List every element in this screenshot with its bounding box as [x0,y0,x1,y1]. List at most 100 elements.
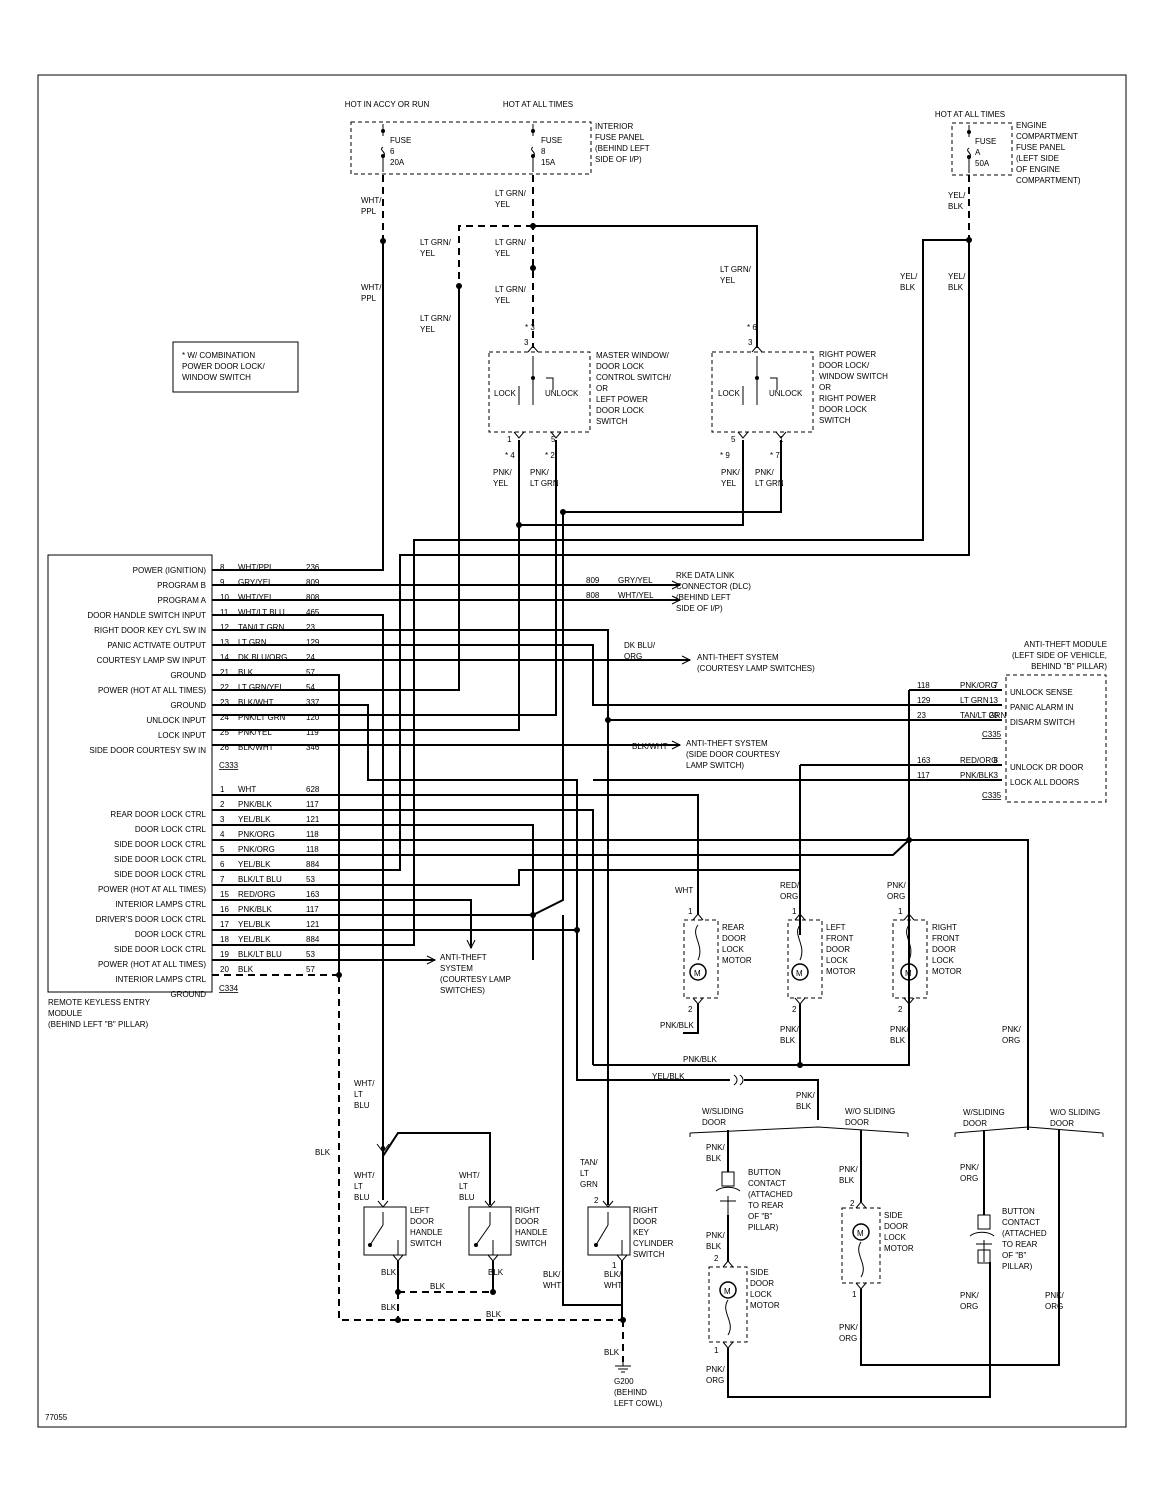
pin-m2s: * 2 [545,451,555,460]
right-lock: LOCK [718,389,740,398]
pnkyel-2: PNK/YEL [721,468,740,488]
rear-pin1: 1 [688,907,693,916]
module-pin-number: 1 [220,785,225,794]
atm-color: RED/ORG [960,756,997,765]
module-pin-label: RIGHT DOOR KEY CYL SW IN [94,626,206,635]
kc-pin1: 1 [612,1261,617,1270]
pnkorg-s4: PNK/ORG [960,1291,979,1311]
pin-m3: 3 [524,338,529,347]
module-wire-color: PNK/ORG [238,830,275,839]
blk2: BLK [488,1268,504,1277]
module-wire-color: BLK/WHT [238,698,274,707]
module-pin-label: POWER (IGNITION) [133,566,207,575]
module-wire-color: LT GRN/YEL [238,683,284,692]
atm-pin: 7 [994,681,999,690]
c335b: C335 [982,791,1002,800]
interior-fuse-panel: HOT IN ACCY OR RUN HOT AT ALL TIMES FUSE… [345,100,650,175]
module-pin-label: LOCK INPUT [158,731,206,740]
pin-m3s: * 3 [525,323,535,332]
module-pin-number: 13 [220,638,229,647]
wht-ppl-label-1: WHT/PPL [361,196,382,216]
module-wire-color: BLK/WHT [238,743,274,752]
rear-pin2: 2 [688,1005,693,1014]
module-pin-label: UNLOCK INPUT [146,716,206,725]
c334-label: C334 [219,984,239,993]
module-pin-label: DOOR LOCK CTRL [135,825,207,834]
pnkorg-s1: PNK/ORG [706,1365,725,1385]
motor-m-5: M [857,1229,864,1238]
master-window-switch: * 3 3 LOCK UNLOCK 1 5 * 4 * 2 MASTER WIN… [488,323,672,460]
pnkblk-s2: PNK/BLK [706,1231,725,1251]
atm-label: PANIC ALARM IN [1010,703,1074,712]
module-pin-label: DOOR HANDLE SWITCH INPUT [87,611,206,620]
atm-color: PNK/ORG [960,681,997,690]
module-wire-circuit: 236 [306,563,320,572]
module-pin-label: SIDE DOOR LOCK CTRL [114,945,207,954]
pnkblk-s1: PNK/BLK [706,1143,725,1163]
module-wire-circuit: 628 [306,785,320,794]
hot-accy-run-label: HOT IN ACCY OR RUN [345,100,430,109]
pnkltgrn-1: PNK/LT GRN [530,468,559,488]
module-wire-color: RED/ORG [238,890,275,899]
kc-pin2: 2 [594,1196,599,1205]
module-wire-color: PNK/ORG [238,845,275,854]
module-pin-number: 11 [220,608,229,617]
atm-circuit: 23 [917,711,926,720]
module-pin-number: 5 [220,845,225,854]
pnkblk-rear: PNK/BLK [660,1021,694,1030]
rf-pin1: 1 [898,907,903,916]
module-pin-label: PROGRAM B [157,581,206,590]
c809: 809 [586,576,600,585]
module-pin-label: SIDE DOOR COURTESY SW IN [89,746,206,755]
yelblk-2: YEL/BLK [900,272,918,292]
module-pin-label: SIDE DOOR LOCK CTRL [114,855,207,864]
anti-theft-module: ANTI-THEFT MODULE(LEFT SIDE OF VEHICLE,B… [917,640,1107,803]
module-wire-color: DK BLU/ORG [238,653,287,662]
pnkyel-1: PNK/YEL [493,468,512,488]
module-wire-color: PNK/LT GRN [238,713,285,722]
right-unlock: UNLOCK [769,389,803,398]
module-wire-circuit: 53 [306,950,315,959]
s2-pin2: 2 [850,1199,855,1208]
blk5: BLK [486,1310,502,1319]
hot-all-times-engine-label: HOT AT ALL TIMES [935,110,1005,119]
blk-left: BLK [315,1148,331,1157]
blkwht-side-color: BLK/WHT [632,742,668,751]
module-wire-color: WHT [238,785,256,794]
module-wire-circuit: 54 [306,683,315,692]
master-lock: LOCK [494,389,516,398]
module-pin-number: 9 [220,578,225,587]
right-power-switch: * 6 3 LOCK UNLOCK 5 1 * 9 * 7 RIGHT POWE… [711,323,888,460]
motor-m-4: M [724,1287,731,1296]
module-wire-circuit: 24 [306,653,315,662]
module-wire-circuit: 118 [306,845,319,854]
module-wire-circuit: 129 [306,638,320,647]
yelblk-3: YEL/BLK [948,272,966,292]
module-pin-number: 22 [220,683,229,692]
module-wire-color: WHT/PPL [238,563,274,572]
module-wire-circuit: 57 [306,668,315,677]
module-wire-color: PNK/YEL [238,728,272,737]
